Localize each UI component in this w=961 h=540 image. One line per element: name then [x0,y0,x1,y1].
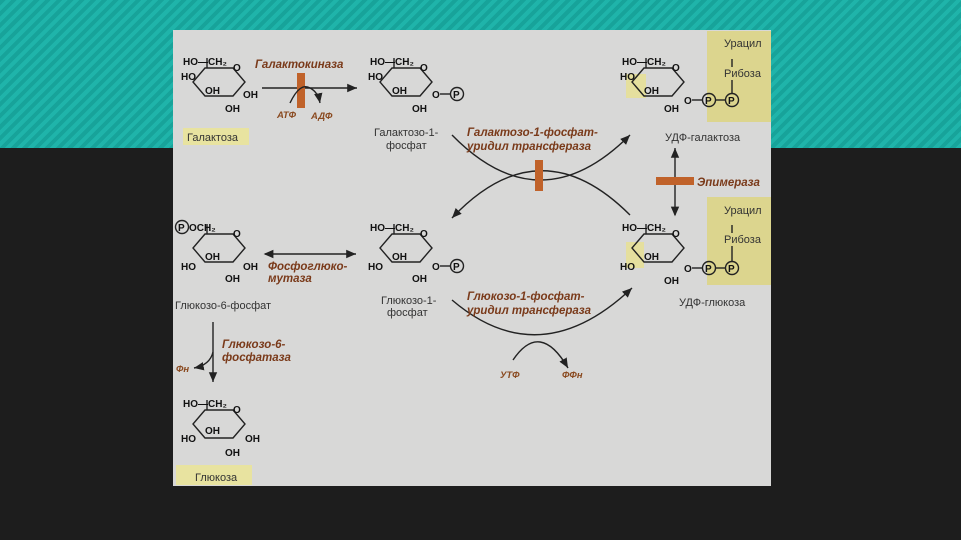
svg-text:OH: OH [392,86,407,97]
udp-glc-highlight [707,197,771,285]
svg-text:OH: OH [205,86,220,97]
ugpp-label: Глюкозо-1-фосфат- [467,291,585,303]
svg-text:HO: HO [368,262,383,273]
svg-text:HO—CH₂: HO—CH₂ [183,57,227,68]
svg-text:P: P [728,264,735,275]
epimerase-label: Эпимераза [697,177,761,189]
pi-label: Фн [176,364,189,375]
svg-text:OH: OH [664,104,679,115]
galt-label: Галактозо-1-фосфат- [467,127,598,139]
svg-text:OH: OH [644,252,659,263]
galt-label-2: уридил трансфераза [466,141,592,153]
svg-text:OH: OH [392,252,407,263]
udp-galactose-label: УДФ-галактоза [665,132,741,144]
svg-text:HO: HO [620,72,635,83]
atp-label: АТФ [276,110,297,121]
svg-text:OH: OH [245,434,260,445]
uracil-label-2: Урацил [724,205,762,217]
svg-text:OH: OH [412,104,427,115]
svg-text:O: O [684,96,692,107]
svg-text:HO: HO [181,434,196,445]
svg-text:P: P [705,96,712,107]
g6pase-label-2: фосфатаза [222,352,292,364]
svg-text:HO—CH₂: HO—CH₂ [183,399,227,410]
svg-text:OH: OH [664,276,679,287]
ribose-label-2: Рибоза [724,234,762,246]
uracil-label: Урацил [724,38,762,50]
svg-text:HO—CH₂: HO—CH₂ [370,223,414,234]
svg-text:HO: HO [181,262,196,273]
svg-text:O: O [233,229,241,240]
svg-text:HO—CH₂: HO—CH₂ [622,57,666,68]
galactose-label: Галактоза [187,132,239,144]
utp-label: УТФ [500,370,520,381]
galactose-highlight [183,128,249,145]
svg-text:OH: OH [225,104,240,115]
svg-text:OCH₂: OCH₂ [189,223,216,234]
svg-text:P: P [453,262,460,273]
svg-text:OH: OH [243,90,258,101]
svg-text:HO: HO [181,72,196,83]
udp-gal-highlight [707,31,771,122]
udp-glucose-structure: HO—CH₂ O HO OH O OH P P [620,223,740,287]
svg-text:OH: OH [205,252,220,263]
svg-text:HO—CH₂: HO—CH₂ [622,223,666,234]
svg-text:P: P [705,264,712,275]
svg-text:OH: OH [225,274,240,285]
svg-text:O: O [684,264,692,275]
svg-text:O: O [432,90,440,101]
enzyme-bar [535,160,543,191]
gal1p-label: Галактозо-1- [374,127,439,139]
ppi-label: ФФн [562,370,583,381]
svg-text:O: O [233,63,241,74]
svg-text:O: O [420,63,428,74]
svg-text:OH: OH [412,274,427,285]
svg-text:O: O [432,262,440,273]
svg-text:OH: OH [644,86,659,97]
enzyme-bar [297,73,305,108]
udp-galactose-structure: HO—CH₂ O HO OH O OH P P [620,57,740,115]
svg-text:OH: OH [205,426,220,437]
pgm-label-2: мутаза [268,273,312,285]
svg-text:P: P [728,96,735,107]
ribose-label: Рибоза [724,68,762,80]
adp-label: АДФ [310,111,333,122]
glucose-1-phosphate-structure: HO—CH₂ O HO OH O OH P [368,223,465,285]
glucose-structure: HO—CH₂ O HO OH OH OH [181,399,260,459]
galactose-1-phosphate-structure: HO—CH₂ O HO OH O OH P [368,57,465,115]
g6p-label: Глюкозо-6-фосфат [175,300,271,312]
svg-text:O: O [420,229,428,240]
svg-text:HO—CH₂: HO—CH₂ [370,57,414,68]
pgm-label: Фосфоглюко- [268,261,348,273]
g1p-label: Глюкозо-1- [381,295,437,307]
glucose-highlight [176,465,252,485]
udp-glucose-label: УДФ-глюкоза [679,297,746,309]
svg-text:O: O [672,229,680,240]
svg-text:O: O [233,405,241,416]
enzyme-bar [656,177,694,185]
svg-text:HO: HO [620,262,635,273]
glucose-label: Глюкоза [195,472,238,484]
ugpp-label-2: уридил трансфераза [466,305,592,317]
g6pase-label: Глюкозо-6- [222,339,286,351]
svg-text:OH: OH [243,262,258,273]
svg-text:OH: OH [225,448,240,459]
svg-text:HO: HO [368,72,383,83]
gal1p-label-2: фосфат [386,140,427,152]
g1p-label-2: фосфат [387,307,428,319]
galactokinase-label: Галактокиназа [255,59,344,71]
svg-text:O: O [672,63,680,74]
svg-text:P: P [178,223,185,234]
svg-text:P: P [453,90,460,101]
